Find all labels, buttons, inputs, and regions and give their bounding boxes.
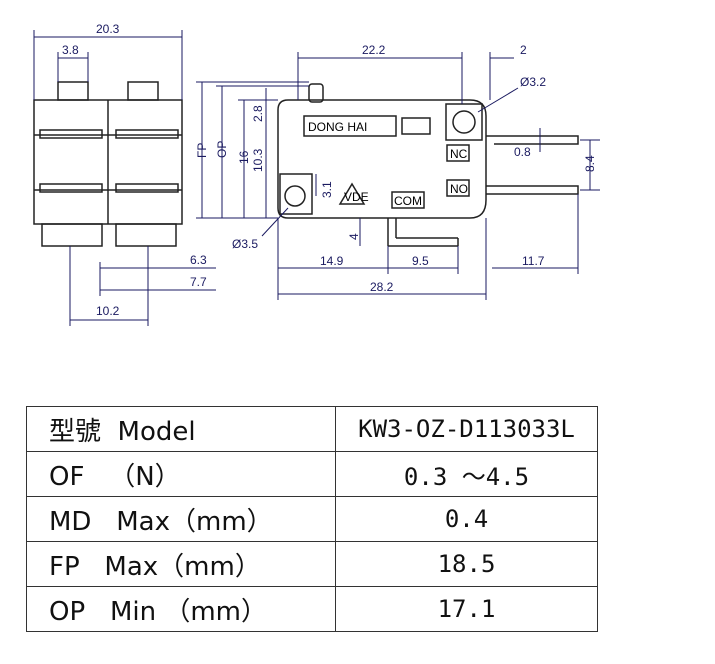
dim-seg-11-7: 11.7 — [522, 254, 545, 268]
side-view-dimensions — [33, 30, 216, 326]
dim-h10-3: 10.3 — [251, 148, 265, 172]
dim-lever-offset: 2 — [520, 43, 527, 57]
dim-fp: FP — [195, 143, 209, 158]
dim-total-width: 20.3 — [96, 22, 120, 36]
dim-term-thick: 0.8 — [514, 145, 531, 159]
dim-pitch: 10.2 — [96, 304, 120, 318]
table-row: OF （N）0.3 ～4.5 — [26, 451, 598, 497]
front-view — [277, 83, 579, 247]
spec-value: 0.4 — [335, 496, 598, 542]
dim-hole-top: Ø3.2 — [520, 75, 546, 89]
dim-total-length: 28.2 — [370, 280, 394, 294]
com-label: COM — [394, 194, 422, 208]
spec-label: OP Min （mm） — [26, 586, 336, 632]
dim-seg-14-9: 14.9 — [320, 254, 344, 268]
switch-dimension-drawing: 20.3 3.8 6.3 7.7 10.2 — [33, 22, 600, 326]
spec-value: 0.3 ～4.5 — [335, 451, 598, 497]
dim-op: OP — [215, 141, 229, 158]
spec-value: 18.5 — [335, 541, 598, 587]
dim-h3-1: 3.1 — [320, 181, 334, 198]
dim-inner-width: 3.8 — [62, 43, 79, 57]
spec-value: KW3-OZ-D113033L — [335, 406, 598, 452]
spec-label: MD Max（mm） — [26, 496, 336, 542]
spec-label: 型號 Model — [26, 406, 336, 452]
dim-h4: 4 — [347, 233, 361, 240]
table-row: OP Min （mm）17.1 — [26, 586, 598, 632]
dim-depth-a: 6.3 — [190, 253, 207, 267]
dim-hole-bottom: Ø3.5 — [232, 237, 258, 251]
no-label: NO — [450, 182, 468, 196]
dim-term-gap: 8.4 — [583, 155, 597, 172]
spec-label: OF （N） — [26, 451, 336, 497]
spec-value: 17.1 — [335, 586, 598, 632]
table-row: FP Max（mm）18.5 — [26, 541, 598, 587]
dim-h16: 16 — [237, 150, 251, 164]
side-view — [33, 81, 183, 247]
dim-seg-9-5: 9.5 — [412, 254, 429, 268]
front-view-dimensions — [196, 52, 600, 300]
brand-label: DONG HAI — [308, 120, 367, 134]
dim-depth-b: 7.7 — [190, 275, 207, 289]
spec-label: FP Max（mm） — [26, 541, 336, 587]
table-row: MD Max（mm）0.4 — [26, 496, 598, 542]
nc-label: NC — [450, 147, 468, 161]
dim-h2-8: 2.8 — [251, 105, 265, 122]
vde-cert-icon: VDE — [344, 190, 369, 204]
dim-length-top: 22.2 — [362, 43, 386, 57]
